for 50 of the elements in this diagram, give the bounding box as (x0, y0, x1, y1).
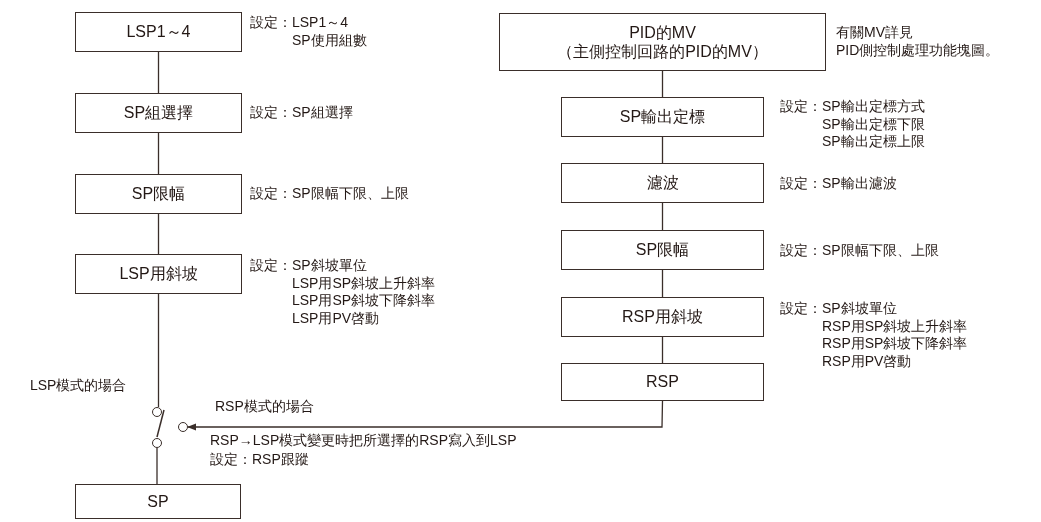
setting-note: 設定：SP限幅下限、上限 (250, 185, 409, 203)
process-box (75, 93, 242, 133)
connector-line (156, 447, 158, 485)
box-title: PID的MV (629, 22, 696, 42)
process-box (561, 297, 764, 337)
process-box (75, 174, 242, 214)
connector-line (157, 213, 160, 255)
setting-note: 有關MV詳見 PID側控制處理功能塊圖。 (836, 24, 1000, 59)
note-text: 設定：RSP跟蹤 (210, 451, 309, 469)
box-title: SP組選擇 (123, 103, 194, 123)
connector-line (661, 70, 664, 98)
box-title: SP輸出定標 (619, 107, 706, 127)
setting-note: 設定：SP限幅下限、上限 (780, 242, 939, 260)
process-box (75, 254, 242, 294)
setting-note: 設定：SP斜坡單位 LSP用SP斜坡上升斜率 LSP用SP斜坡下降斜率 LSP用PV啓動 (250, 257, 436, 327)
switch-contact (152, 407, 162, 417)
arrow (187, 400, 664, 431)
connector-line (157, 51, 160, 94)
connector-line (661, 202, 664, 231)
switch-contact (152, 438, 162, 448)
setting-note: 設定：SP輸出濾波 (780, 175, 897, 193)
process-box (561, 97, 764, 137)
box-title: SP (147, 491, 169, 512)
connector-line (157, 132, 160, 175)
setting-note: 設定：SP輸出定標方式 SP輸出定標下限 SP輸出定標上限 (780, 98, 925, 151)
box-title: SP限幅 (131, 184, 186, 204)
connector-line (661, 336, 664, 364)
connector-line (157, 293, 160, 408)
connector-line (661, 269, 664, 298)
box-title: RSP (646, 372, 679, 392)
process-box (561, 363, 764, 401)
process-box (75, 12, 242, 52)
process-box (561, 163, 764, 203)
mode-label: LSP模式的場合 (30, 377, 127, 395)
connector-line (661, 136, 664, 164)
process-box (499, 13, 826, 71)
setting-note: 設定：LSP1～4 SP使用組數 (250, 14, 367, 49)
box-title: RSP用斜坡 (622, 307, 703, 327)
switch-contact (178, 422, 188, 432)
box-title: SP限幅 (635, 240, 690, 260)
process-box (561, 230, 764, 270)
setting-note: 設定：SP組選擇 (250, 104, 353, 122)
box-title: 濾波 (646, 173, 679, 193)
box-title: LSP1～4 (126, 22, 191, 42)
box-subtitle: （主側控制回路的PID的MV） (557, 42, 768, 62)
setting-note: 設定：SP斜坡單位 RSP用SP斜坡上升斜率 RSP用SP斜坡下降斜率 RSP用PV啓動 (780, 300, 968, 370)
process-box (75, 484, 241, 519)
note-text: RSP→LSP模式變更時把所選擇的RSP寫入到LSP (210, 432, 517, 450)
edge-label: RSP模式的場合 (215, 398, 314, 416)
box-title: LSP用斜坡 (119, 264, 198, 284)
